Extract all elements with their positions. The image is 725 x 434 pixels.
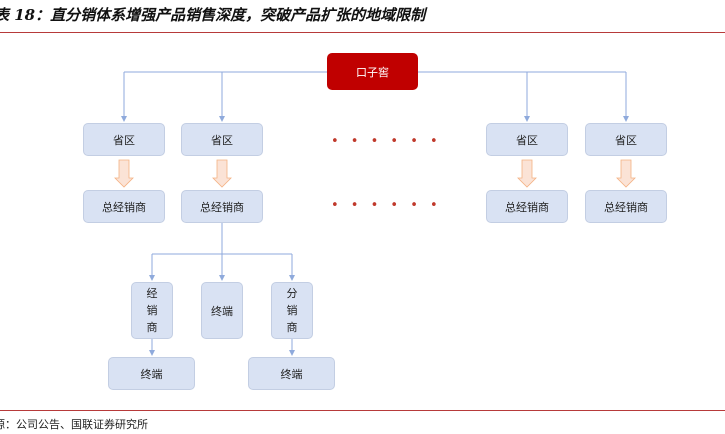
terminal-node-mid: 终端 — [201, 282, 243, 339]
general-distributor-node: 总经销商 — [486, 190, 568, 223]
figure-title: 表 18：直分销体系增强产品销售深度，突破产品扩张的地域限制 — [0, 6, 426, 24]
block-arrow-1 — [114, 159, 134, 188]
sub-distributor-label: 分销商 — [286, 287, 298, 334]
figure-source: 源：公司公告、国联证券研究所 — [0, 418, 148, 431]
general-distributor-node: 总经销商 — [181, 190, 263, 223]
bottom-rule — [0, 410, 725, 411]
block-arrow-3 — [517, 159, 537, 188]
province-node: 省区 — [486, 123, 568, 156]
general-distributor-node: 总经销商 — [585, 190, 667, 223]
province-node: 省区 — [585, 123, 667, 156]
block-arrow-2 — [212, 159, 232, 188]
terminal-node-right: 终端 — [248, 357, 335, 390]
distributor-node: 经销商 — [131, 282, 173, 339]
top-rule — [0, 32, 725, 33]
distributor-label: 经销商 — [146, 287, 158, 334]
ellipsis-province-row: • • • • • • — [331, 134, 442, 149]
terminal-node-left: 终端 — [108, 357, 195, 390]
ellipsis-distributor-row: • • • • • • — [331, 198, 442, 213]
general-distributor-node: 总经销商 — [83, 190, 165, 223]
root-node: 口子窖 — [327, 53, 418, 90]
block-arrow-4 — [616, 159, 636, 188]
province-node: 省区 — [83, 123, 165, 156]
sub-distributor-node: 分销商 — [271, 282, 313, 339]
province-node: 省区 — [181, 123, 263, 156]
